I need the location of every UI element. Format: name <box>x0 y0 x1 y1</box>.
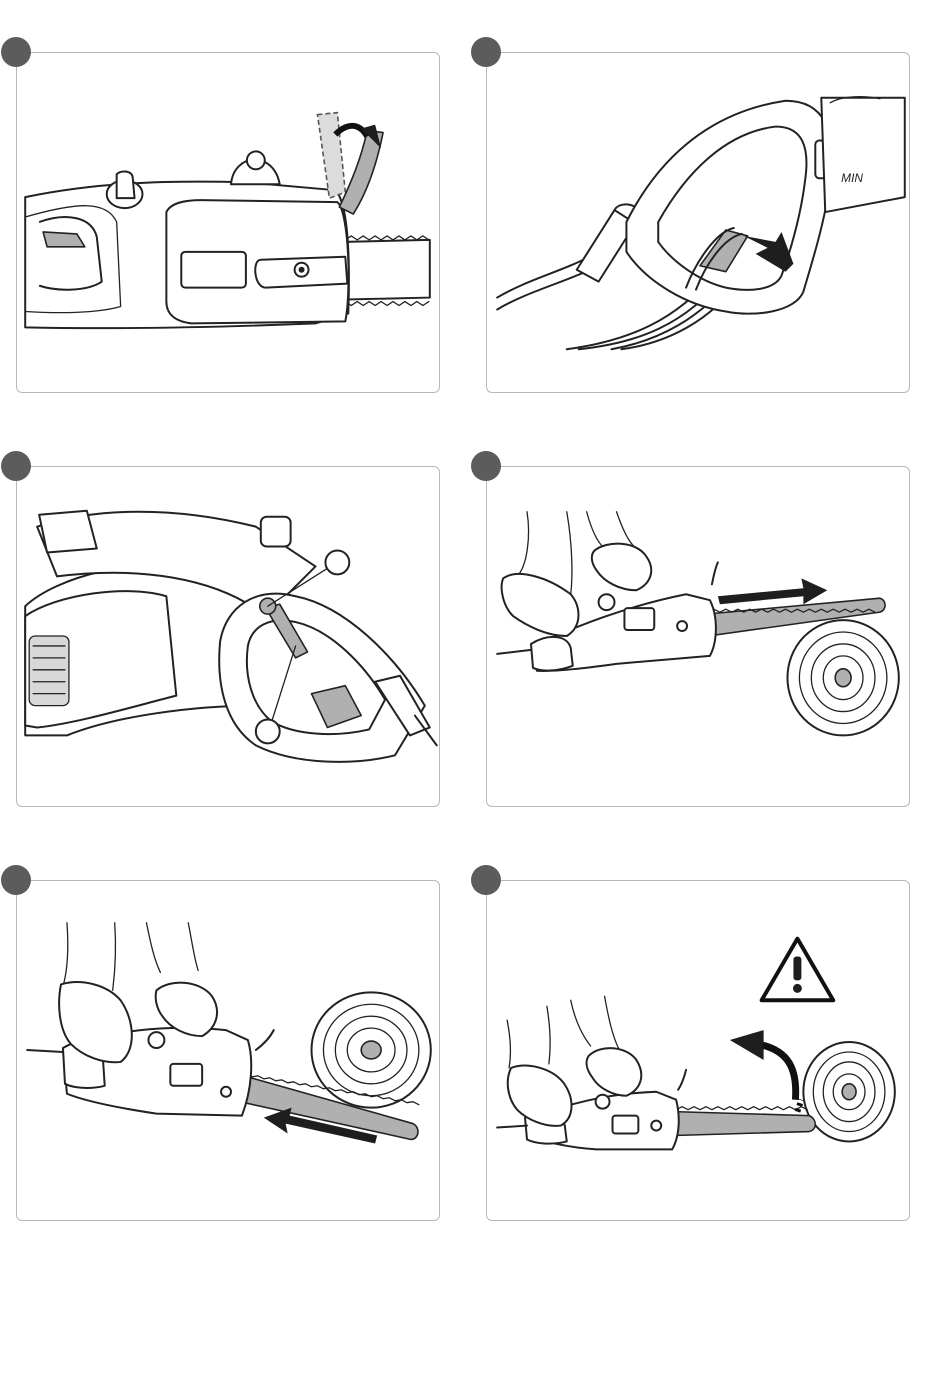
chainsaw-brake-lever-illustration <box>17 53 439 392</box>
step-panel-3 <box>16 466 440 807</box>
kickback-warning-illustration <box>487 881 909 1220</box>
callout-1 <box>325 551 349 575</box>
switch-lock-button-illustration <box>17 467 439 806</box>
step-panel-4 <box>486 466 910 807</box>
pulling-cut-illustration <box>17 881 439 1220</box>
step-panel-5 <box>16 880 440 1221</box>
step-panel-1 <box>16 52 440 393</box>
brand-mark: MIN <box>841 171 863 185</box>
cable-strain-relief-illustration: MIN <box>487 53 909 392</box>
callout-2 <box>256 720 280 744</box>
step-panel-2: MIN <box>486 52 910 393</box>
step-panel-6 <box>486 880 910 1221</box>
pushing-cut-illustration <box>487 467 909 806</box>
warning-triangle-icon <box>762 939 834 1001</box>
